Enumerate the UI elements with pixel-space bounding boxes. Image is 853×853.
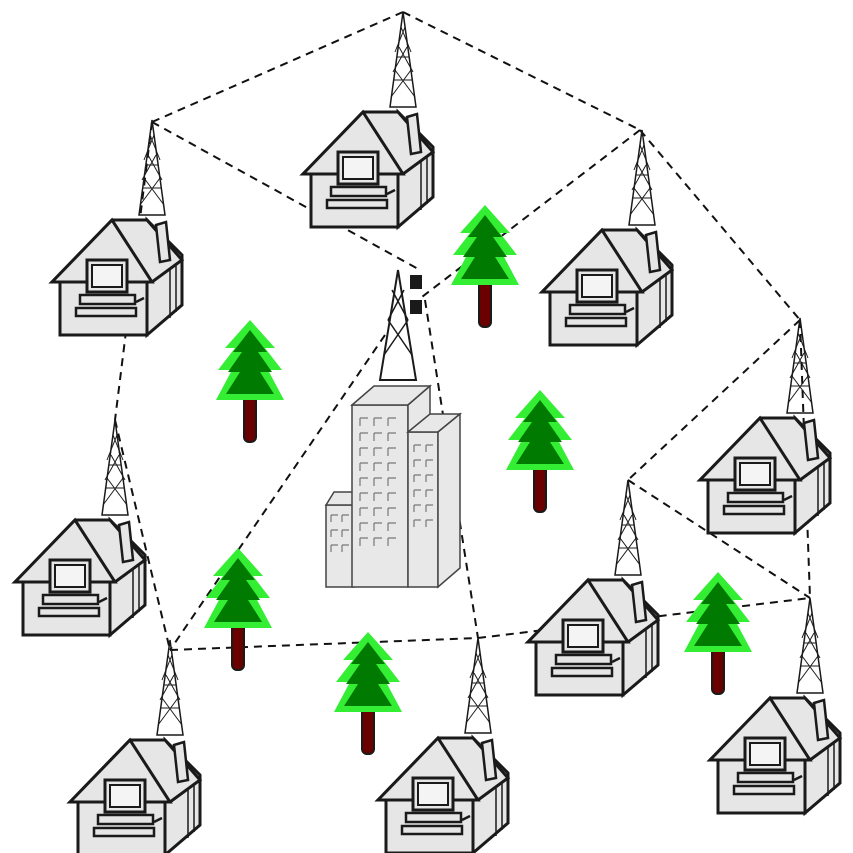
building-icon xyxy=(326,386,460,587)
house-icon xyxy=(52,120,182,335)
tree-icon xyxy=(334,632,402,754)
link xyxy=(152,12,403,122)
tree-icon xyxy=(506,390,574,512)
gateway-tower-icon xyxy=(380,270,422,380)
house-icon xyxy=(528,480,658,695)
house-icon xyxy=(303,12,433,227)
tree-icon xyxy=(216,320,284,442)
house-icon xyxy=(542,130,672,345)
tree-icon xyxy=(451,205,519,327)
link xyxy=(403,12,640,130)
house-icon xyxy=(70,640,200,853)
house-icon xyxy=(378,638,508,853)
house-icon xyxy=(700,318,830,533)
tree-icon xyxy=(204,548,272,670)
tree-icon xyxy=(684,572,752,694)
gateway-building xyxy=(326,270,460,587)
house-icon xyxy=(15,420,145,635)
link xyxy=(170,638,478,650)
mesh-links xyxy=(115,12,810,650)
